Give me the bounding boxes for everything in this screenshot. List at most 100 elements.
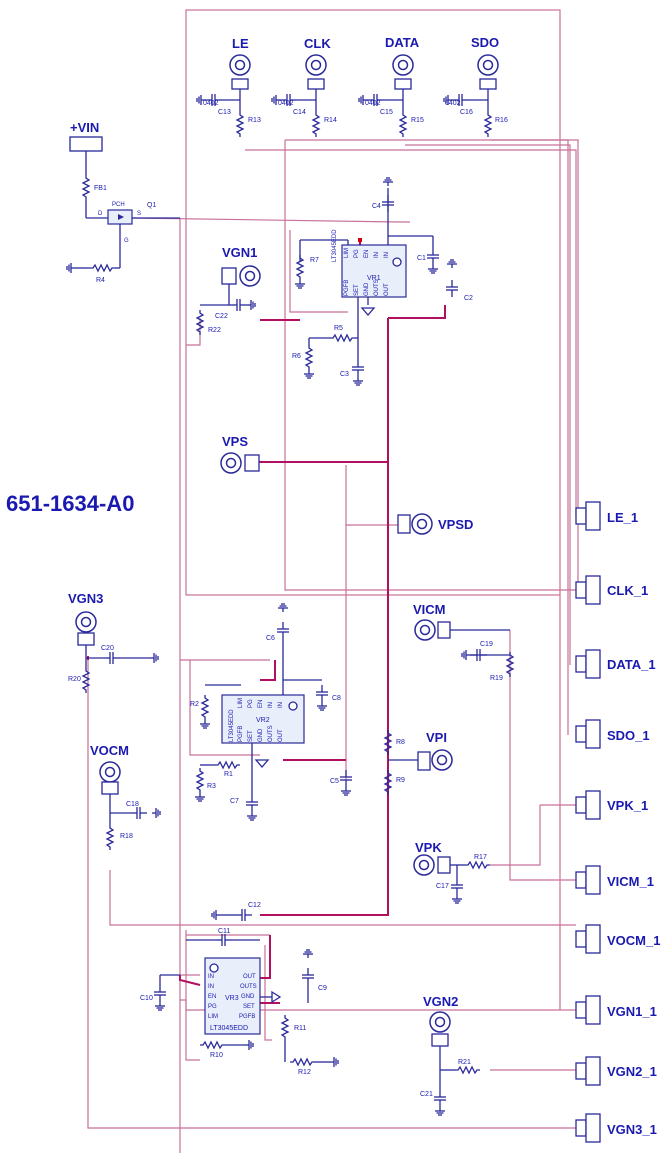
q1-pin-g: G xyxy=(124,238,129,244)
pkg-c13: 0402 xyxy=(203,100,219,107)
ref-c10: C10 xyxy=(140,995,153,1002)
connector-vicm[interactable] xyxy=(414,619,436,641)
connector-vpi[interactable] xyxy=(417,751,431,771)
header-sdo-1[interactable] xyxy=(575,719,601,749)
label-vicm: VICM xyxy=(413,602,446,617)
header-data-1[interactable] xyxy=(575,649,601,679)
vin-input: +VIN FB1 D S G Q1 PCH R4 xyxy=(66,120,180,284)
header-clk-1[interactable] xyxy=(575,575,601,605)
header-le-1[interactable] xyxy=(575,501,601,531)
label-vpi: VPI xyxy=(426,730,447,745)
vr1-part: LT3045EDD xyxy=(332,229,338,262)
pkg-c15: 0402 xyxy=(365,100,381,107)
vr1-pin-outs: OUTS xyxy=(374,279,380,296)
header-label-vgn3-1: VGN3_1 xyxy=(607,1122,657,1137)
ref-c13: C13 xyxy=(218,109,231,116)
vr1-pin-in-b: IN xyxy=(384,252,390,258)
ref-c5: C5 xyxy=(330,778,339,785)
vr1-pin-out: OUT xyxy=(384,283,390,296)
header-label-vpk-1: VPK_1 xyxy=(607,798,648,813)
connector-vpsd[interactable] xyxy=(397,514,411,534)
vr1-pin-pg: PG xyxy=(354,249,360,258)
connector-vps[interactable] xyxy=(220,452,242,474)
header-vocm-1[interactable] xyxy=(575,924,601,954)
ref-c20: C20 xyxy=(101,645,114,652)
header-vicm-1[interactable] xyxy=(575,865,601,895)
ref-r15: R15 xyxy=(411,117,424,124)
vpsd-block: VPSD xyxy=(397,513,473,535)
connector-vgn1[interactable] xyxy=(239,265,261,287)
vocm-block: VOCM C18 R18 xyxy=(90,743,161,851)
vr3-pin-out: OUT xyxy=(243,974,256,980)
label-vgn1: VGN1 xyxy=(222,245,257,260)
part-number: 651-1634-A0 xyxy=(6,491,134,516)
connector-le[interactable] xyxy=(229,54,251,90)
ref-c2: C2 xyxy=(464,295,473,302)
ref-c21: C21 xyxy=(420,1091,433,1098)
q1-pin-s: S xyxy=(137,211,141,217)
vr3-pin-set: SET xyxy=(243,1004,255,1010)
label-sdo: SDO xyxy=(471,35,499,50)
label-vocm: VOCM xyxy=(90,743,129,758)
vr2-pin-outs: OUTS xyxy=(268,725,274,742)
ref-r18: R18 xyxy=(120,833,133,840)
label-vgn3: VGN3 xyxy=(68,591,103,606)
ref-r6: R6 xyxy=(292,353,301,360)
ref-c22: C22 xyxy=(215,313,228,320)
vr3-pin-pg: PG xyxy=(208,1004,217,1010)
header-label-vgn2-1: VGN2_1 xyxy=(607,1064,657,1079)
vr3-pin-lim: LIM xyxy=(208,1014,218,1020)
label-data: DATA xyxy=(385,35,420,50)
ref-c17: C17 xyxy=(436,883,449,890)
ref-q1: Q1 xyxy=(147,202,156,209)
ref-c6: C6 xyxy=(266,635,275,642)
connector-vgn3[interactable] xyxy=(75,611,97,633)
ref-r17: R17 xyxy=(474,854,487,861)
top-connectors: LE CLK DATA SDO xyxy=(229,35,499,90)
ref-r12: R12 xyxy=(298,1069,311,1076)
vr2-ref: VR2 xyxy=(256,717,270,724)
connector-vpk[interactable] xyxy=(413,854,435,876)
connector-clk[interactable] xyxy=(305,54,327,90)
vr2-pin-pg: PG xyxy=(248,699,254,708)
ref-c9: C9 xyxy=(318,985,327,992)
connector-vgn2[interactable] xyxy=(429,1011,451,1033)
vr2-pin-en: EN xyxy=(258,700,264,708)
q1-type: PCH xyxy=(112,202,125,208)
header-label-le-1: LE_1 xyxy=(607,510,638,525)
connector-vocm[interactable] xyxy=(99,761,121,783)
header-vpk-1[interactable] xyxy=(575,790,601,820)
ref-r13: R13 xyxy=(248,117,261,124)
vr3-ref: VR3 xyxy=(225,995,239,1002)
header-label-vgn1-1: VGN1_1 xyxy=(607,1004,657,1019)
vr3-pin-en: EN xyxy=(208,994,216,1000)
header-vgn1-1[interactable] xyxy=(575,995,601,1025)
connector-sdo[interactable] xyxy=(477,54,499,90)
vpi-block: R8 R9 VPI xyxy=(384,729,453,796)
label-vpsd: VPSD xyxy=(438,517,473,532)
label-vpk: VPK xyxy=(415,840,442,855)
connector-vin[interactable] xyxy=(69,136,103,152)
ref-r9: R9 xyxy=(396,777,405,784)
vgn2-block: VGN2 R21 C21 xyxy=(420,994,481,1116)
vr1-regulator: VR1 LT3045EDD R7 C4 C1 C2 R5 R6 xyxy=(292,177,473,386)
vgn3-block: VGN3 C20 R20 xyxy=(68,591,159,694)
header-vgn2-1[interactable] xyxy=(575,1056,601,1086)
vr2-pin-gnd: GND xyxy=(258,728,264,742)
ref-r11: R11 xyxy=(294,1025,306,1032)
vr1-pin-set: SET xyxy=(354,284,360,296)
header-label-clk-1: CLK_1 xyxy=(607,583,648,598)
connector-data[interactable] xyxy=(392,54,414,90)
vr2-regulator: VR2 LT3045EDD C6 C8 R2 R1 R3 C7 C5 LIM P… xyxy=(190,603,353,821)
ref-r7: R7 xyxy=(310,257,319,264)
ref-r8: R8 xyxy=(396,739,405,746)
ref-c8: C8 xyxy=(332,695,341,702)
label-vps: VPS xyxy=(222,434,248,449)
ref-c1: C1 xyxy=(417,255,426,262)
vr2-pin-in-a: IN xyxy=(268,702,274,708)
ref-r21: R21 xyxy=(458,1059,471,1066)
ref-c12: C12 xyxy=(248,902,261,909)
header-vgn3-1[interactable] xyxy=(575,1113,601,1143)
vr3-pin-outs: OUTS xyxy=(240,984,257,990)
